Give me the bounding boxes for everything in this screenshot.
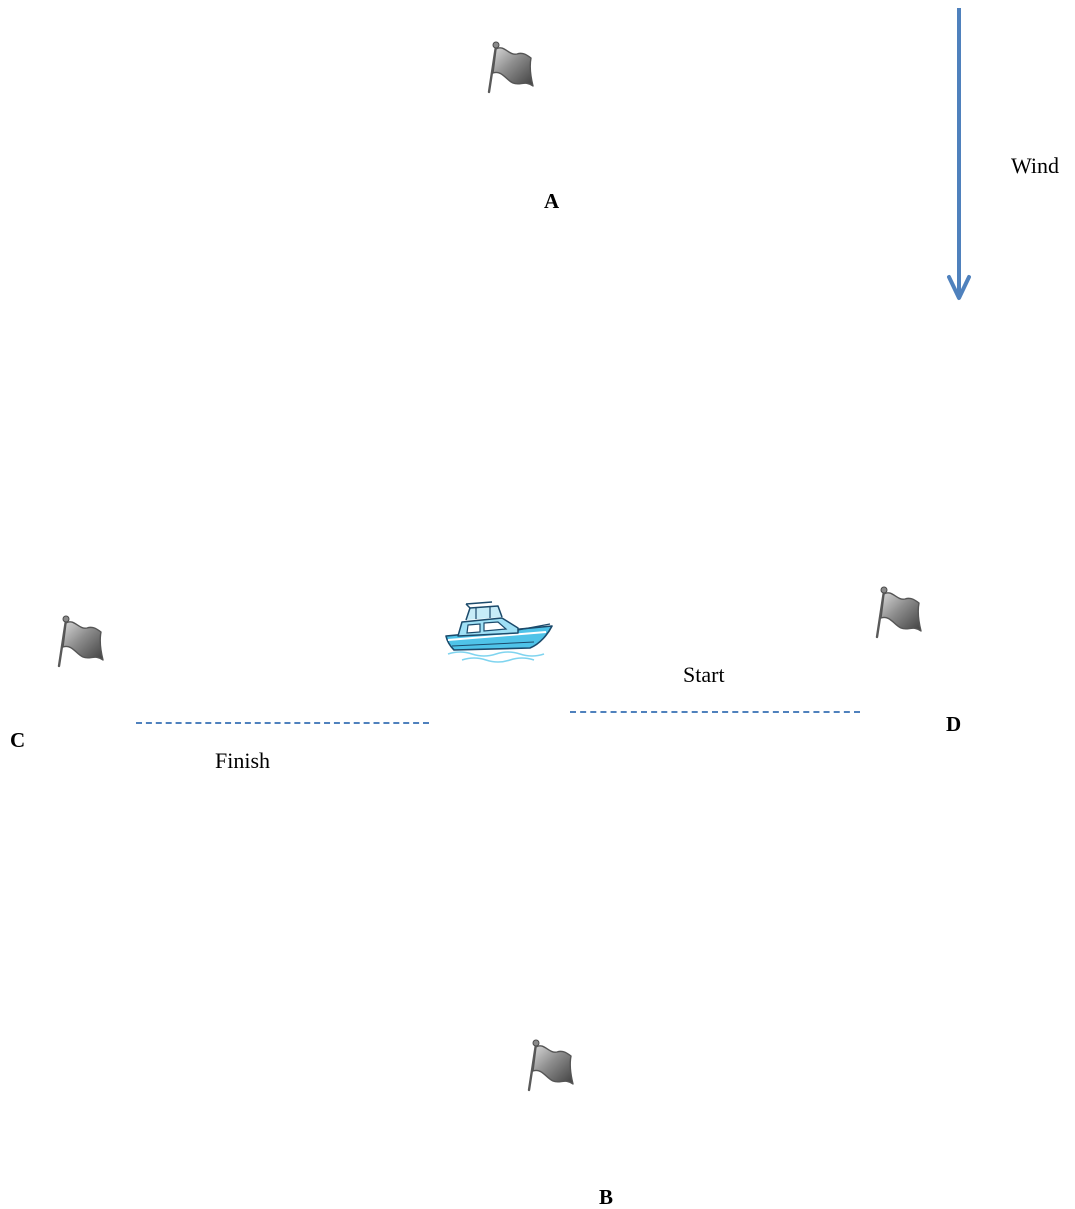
start-line: [570, 711, 860, 713]
start-label: Start: [683, 664, 725, 686]
motorboat-icon: [440, 600, 556, 668]
finish-label: Finish: [215, 750, 270, 772]
mark-label-a: A: [544, 191, 559, 212]
flag-icon-b: [527, 1038, 577, 1094]
mark-label-b: B: [599, 1187, 613, 1208]
wind-arrow-icon: [940, 0, 980, 310]
finish-line: [136, 722, 429, 724]
flag-icon-c: [57, 614, 107, 670]
flag-icon-d: [875, 585, 925, 641]
mark-label-c: C: [10, 730, 25, 751]
wind-label: Wind: [1011, 155, 1059, 177]
mark-label-d: D: [946, 714, 961, 735]
flag-icon-a: [487, 40, 537, 96]
